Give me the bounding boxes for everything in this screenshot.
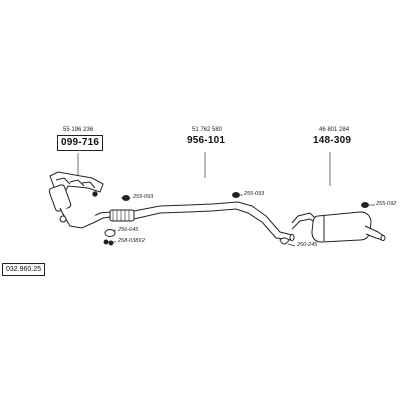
bolt-icon: [103, 239, 109, 245]
oem-number-front-pipe: 51 762 580: [192, 127, 223, 133]
manifold-catalyst: [48, 171, 111, 229]
rear-silencer: [291, 211, 386, 243]
callout-gasket[interactable]: 256-645: [118, 227, 139, 233]
front-pipe: [109, 201, 295, 241]
hanger-rear-icon: [361, 202, 369, 208]
hanger-front-icon: [122, 195, 130, 201]
oem-number-manifold: 55 196 236: [63, 127, 94, 133]
part-number-front-pipe[interactable]: 956-101: [187, 135, 226, 146]
callout-hanger-front[interactable]: 255-093: [133, 194, 154, 200]
bolt-icon-2: [108, 240, 114, 246]
callout-hanger-rear[interactable]: 255-092: [376, 201, 397, 207]
oem-number-silencer: 46 801 284: [319, 127, 350, 133]
clamp-icon: [279, 237, 290, 245]
gasket-icon: [104, 229, 116, 237]
part-number-manifold[interactable]: 099-716: [57, 135, 104, 151]
callout-bolt-kit[interactable]: 258-038X2: [118, 238, 145, 244]
catalog-number: 032.960.25: [2, 263, 46, 276]
callout-clamp[interactable]: 250-245: [297, 242, 318, 248]
part-number-silencer[interactable]: 148-309: [313, 135, 352, 146]
callout-hanger-mid[interactable]: 255-093: [244, 191, 265, 197]
hanger-mid-icon: [232, 192, 240, 198]
hardware: [103, 192, 369, 246]
